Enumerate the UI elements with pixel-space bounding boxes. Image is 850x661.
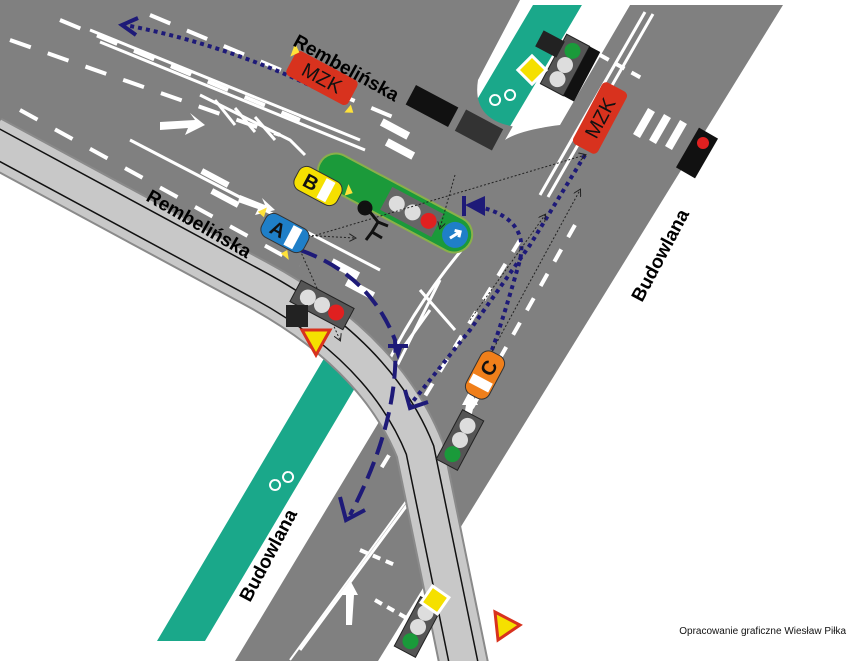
sight-lines [299,155,585,356]
car-c: C [464,350,506,400]
budowlana-road [235,5,783,661]
bus-west-arrowhead [117,16,139,37]
tram-track [0,117,489,661]
car-a-arrowhead [338,496,366,523]
bus-south-route [408,153,587,407]
green-arrow-signal-west [286,305,308,327]
traffic-light-south [435,408,485,472]
car-a-route [299,248,398,516]
car-a: A [257,207,310,260]
tram-stop-marks [388,196,485,360]
red-pedestrian-light [697,137,709,149]
priority-road-sign [515,53,549,87]
credit-text: Opracowanie graficzne Wiesław Piłka [679,626,846,637]
yield-sign-west [299,328,333,359]
bike-signal [454,109,504,151]
yield-sign-bottom [493,609,523,643]
car-b: B [293,165,353,207]
bus-south-arrowhead [403,389,429,411]
traffic-island [316,152,474,254]
traffic-light-west [289,279,355,331]
priority-road-sign-bottom [418,583,452,617]
traffic-light-northeast [539,33,601,102]
crosswalks [200,108,687,300]
bike-icon [269,89,517,491]
pedestrian-signal-top [405,85,459,127]
green-arrow-signal [535,30,565,58]
pedestrian-icon [357,200,389,241]
